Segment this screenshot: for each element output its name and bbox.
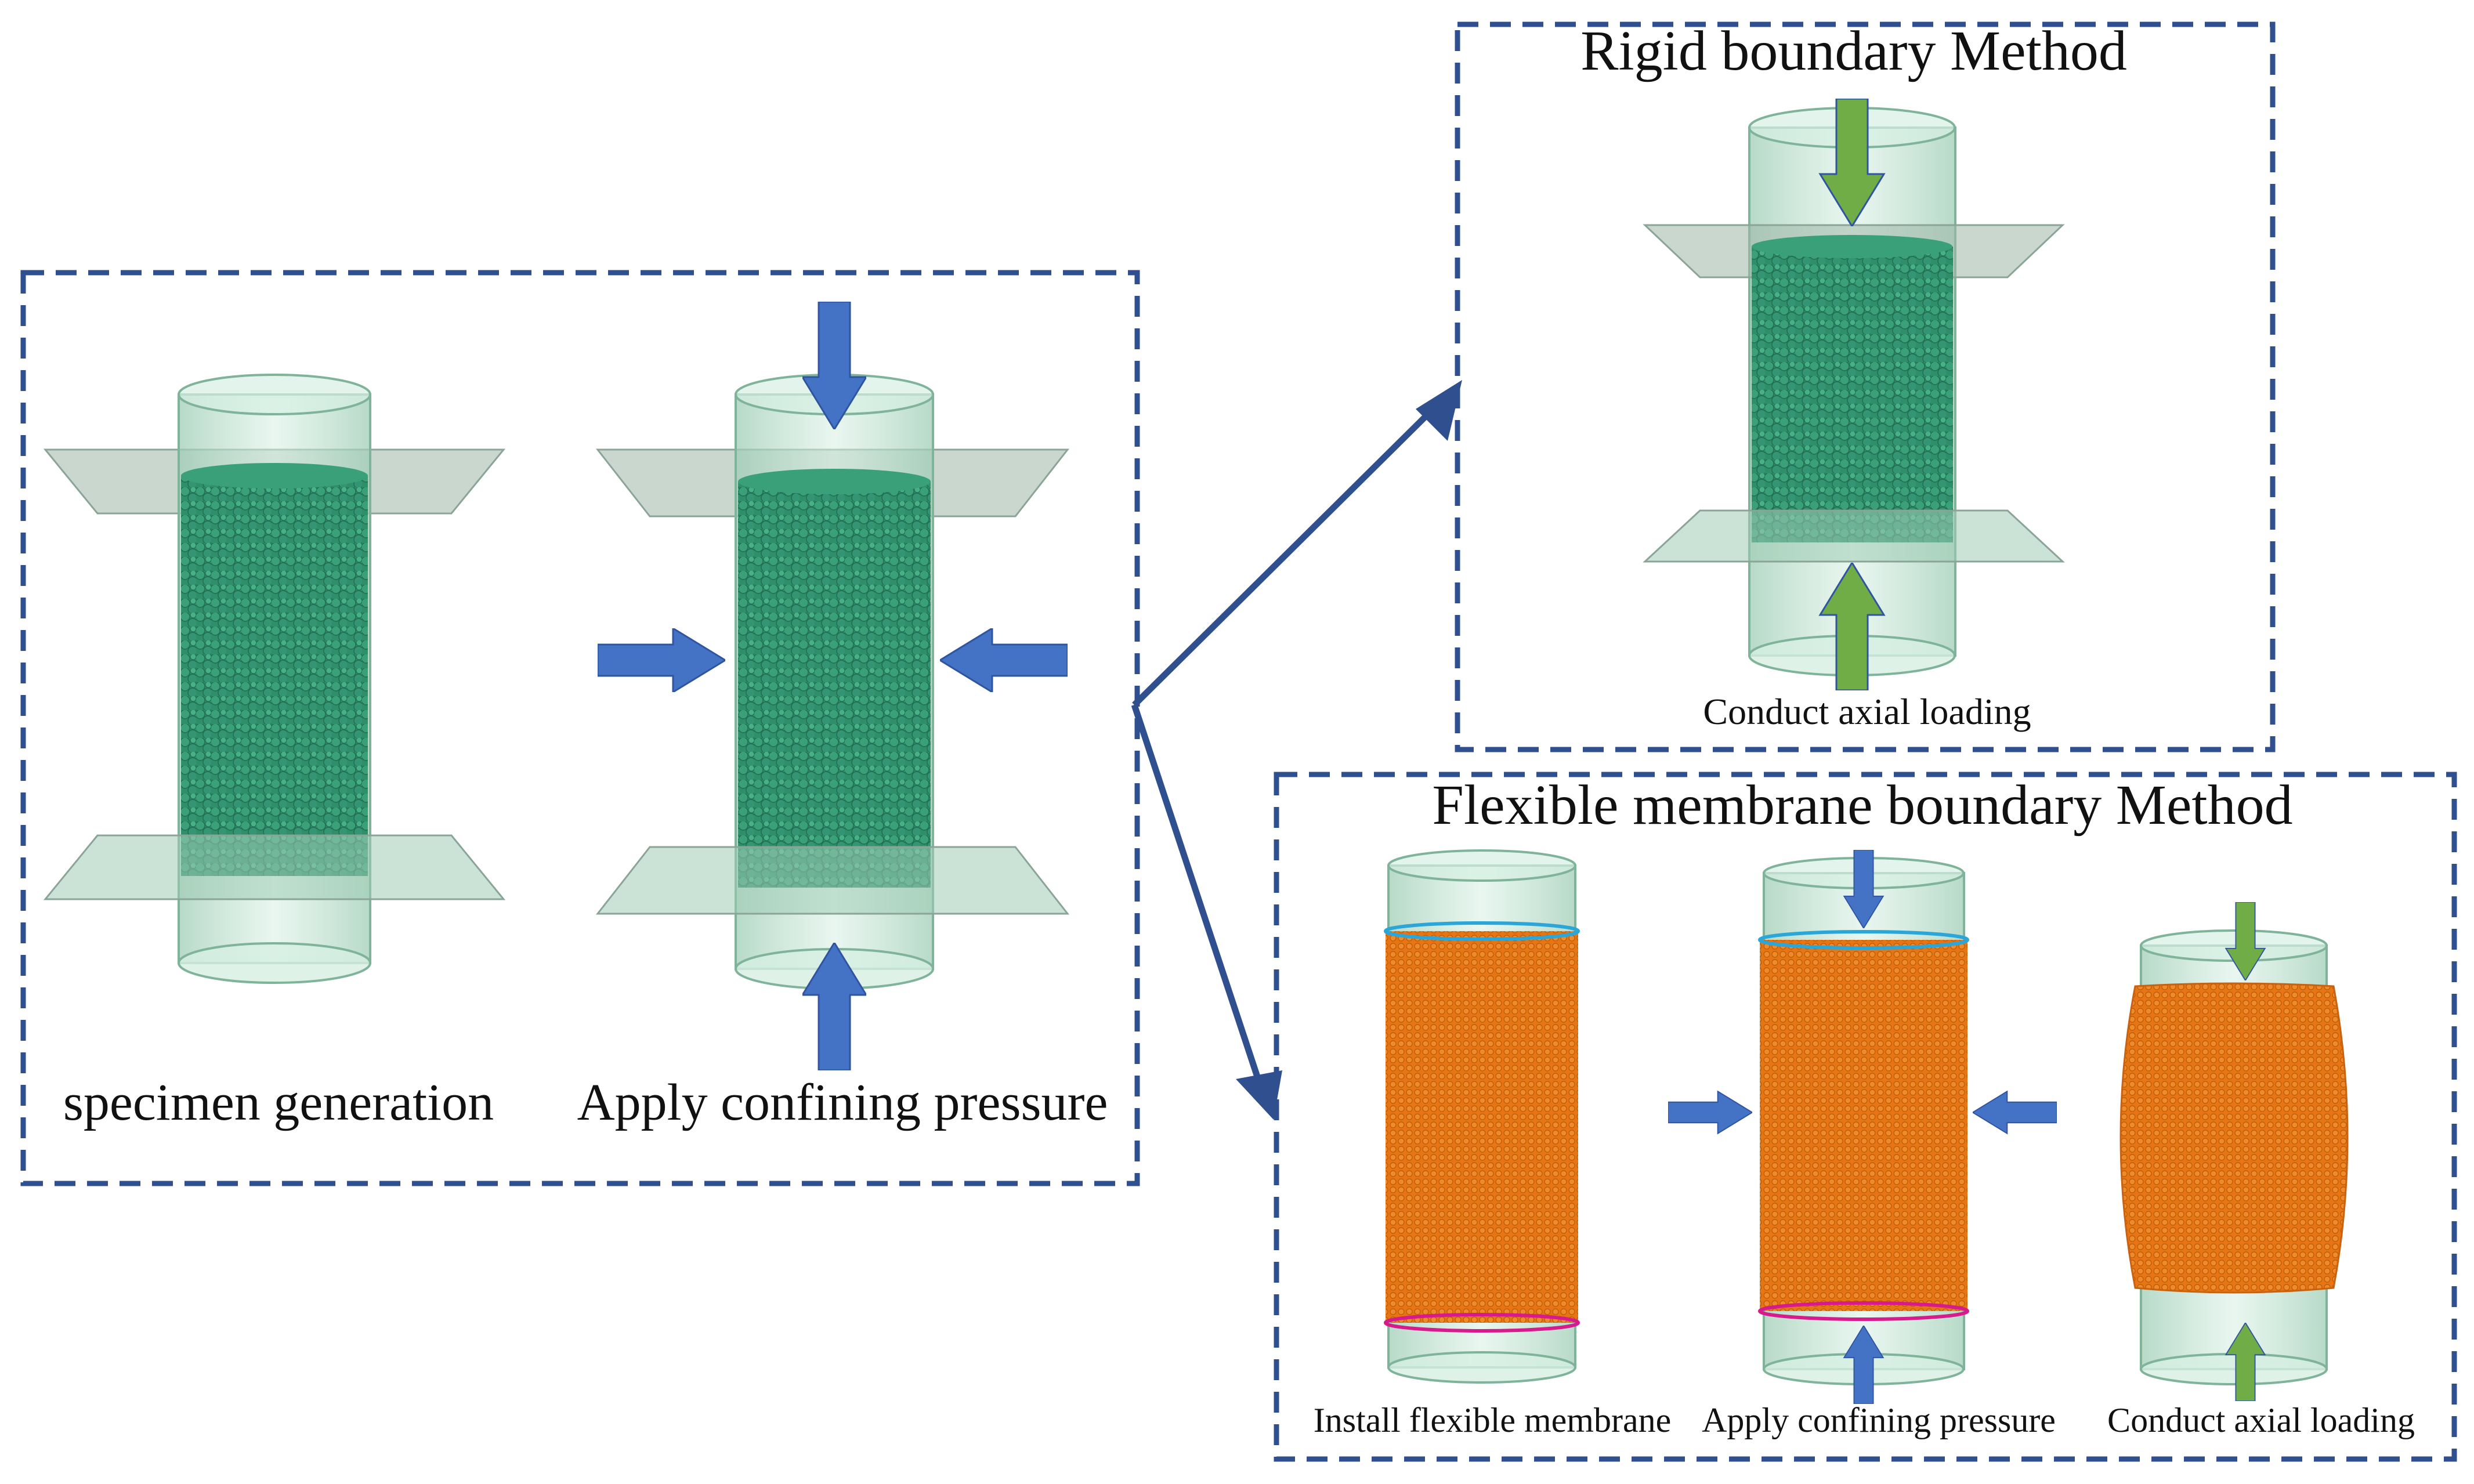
rigid-boundary-figure	[1643, 99, 2065, 690]
blue-block-arrow-icon	[1668, 1091, 1752, 1134]
bottom-plate	[595, 846, 1070, 915]
flexible-panel-title: Flexible membrane boundary Method	[1432, 774, 2292, 837]
particle-assembly	[181, 476, 368, 876]
bulged-membrane	[2119, 982, 2349, 1294]
confining-pressure-figure	[595, 302, 1070, 1070]
blue-block-arrow-icon	[598, 628, 725, 692]
membrane-axial-loading-figure	[2119, 902, 2349, 1401]
top-membrane-ring	[1384, 921, 1580, 941]
blue-block-arrow-icon	[1973, 1091, 2057, 1134]
specimen-generation-figure	[43, 374, 506, 984]
membrane-confining-label: Apply confining pressure	[1702, 1401, 2056, 1439]
blue-block-arrow-icon	[940, 628, 1068, 692]
flexible-membrane	[1386, 931, 1578, 1323]
confining-pressure-label: Apply confining pressure	[577, 1074, 1108, 1131]
rigid-loading-label: Conduct axial loading	[1703, 691, 2031, 732]
top-membrane-ring	[1758, 930, 1969, 950]
install-membrane-figure	[1384, 849, 1580, 1384]
membrane-loading-label: Conduct axial loading	[2107, 1401, 2415, 1439]
setup-panel-frame	[20, 270, 1140, 1186]
particle-assembly	[738, 482, 931, 888]
flexible-panel-frame	[1274, 772, 2457, 1462]
bottom-membrane-ring	[1758, 1301, 1969, 1321]
rigid-panel-title: Rigid boundary Method	[1580, 20, 2127, 82]
bottom-plate	[43, 834, 506, 900]
membrane-confining-figure	[1668, 850, 2057, 1404]
specimen-generation-label: specimen generation	[63, 1074, 494, 1131]
particle-assembly	[1752, 247, 1953, 542]
bottom-membrane-ring	[1384, 1313, 1580, 1333]
bottom-plate	[1643, 509, 2065, 563]
flexible-membrane	[1760, 940, 1967, 1311]
rigid-panel-frame	[1455, 21, 2276, 752]
branch-connector	[1131, 380, 1462, 1120]
install-membrane-label: Install flexible membrane	[1314, 1401, 1671, 1439]
